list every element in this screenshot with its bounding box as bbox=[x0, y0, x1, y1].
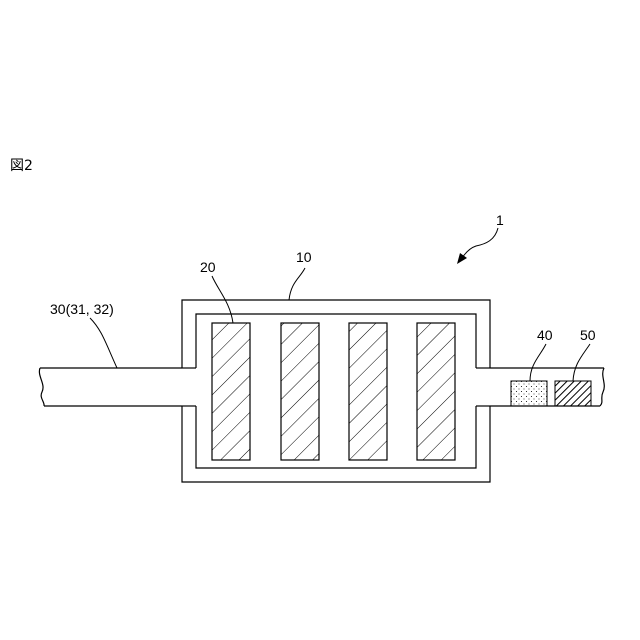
label-pipe: 30(31, 32) bbox=[50, 301, 114, 317]
leader-device-arrowhead bbox=[457, 253, 467, 264]
element-block bbox=[281, 323, 319, 460]
leader-part-50 bbox=[573, 344, 590, 381]
element-block bbox=[349, 323, 387, 460]
element-block bbox=[417, 323, 455, 460]
part-50 bbox=[555, 381, 591, 406]
pipe-left bbox=[39, 368, 182, 406]
label-elements: 20 bbox=[200, 259, 216, 275]
leader-housing bbox=[289, 268, 305, 300]
leader-pipe bbox=[90, 318, 117, 368]
leader-device bbox=[462, 228, 498, 258]
label-part-40: 40 bbox=[537, 327, 553, 343]
element-blocks bbox=[212, 323, 455, 460]
element-block bbox=[212, 323, 250, 460]
label-device: 1 bbox=[496, 212, 504, 228]
label-part-50: 50 bbox=[580, 327, 596, 343]
leader-part-40 bbox=[530, 344, 546, 381]
part-40 bbox=[511, 381, 547, 406]
label-housing: 10 bbox=[296, 249, 312, 265]
